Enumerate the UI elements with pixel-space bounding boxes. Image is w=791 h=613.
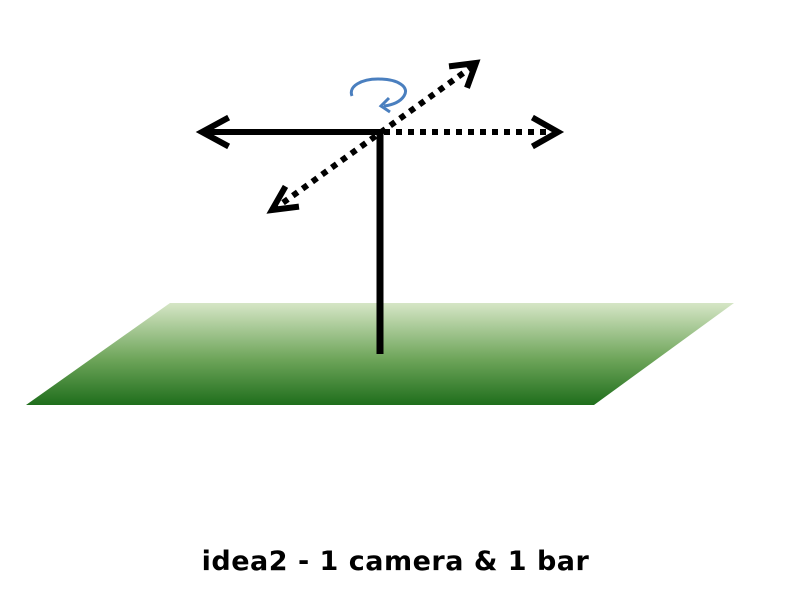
- rotation-arrow-icon: [349, 77, 407, 114]
- diagonal-dotted-arrow: [266, 59, 481, 214]
- diagram-caption: idea2 - 1 camera & 1 bar: [201, 546, 590, 577]
- left-arrow: [195, 114, 380, 150]
- right-dotted-arrow: [384, 114, 565, 150]
